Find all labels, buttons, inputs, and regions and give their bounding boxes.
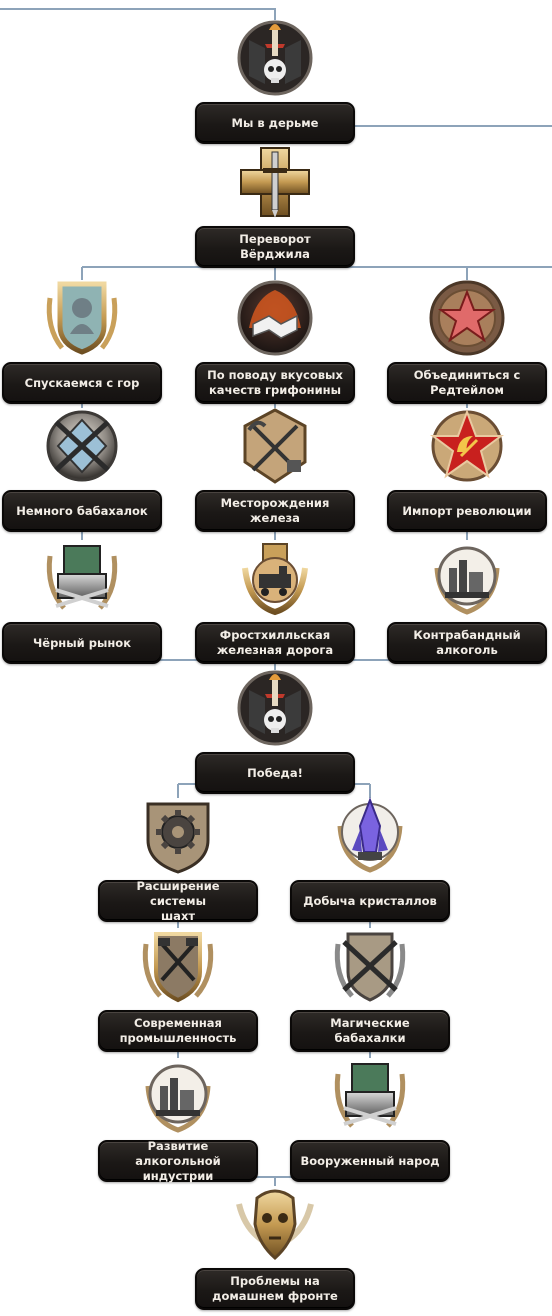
focus-import-revolution[interactable]: Импорт революции: [387, 406, 547, 538]
focus-label: По поводу вкусовых качеств грифонины: [195, 362, 355, 404]
focus-label: Переворот Вёрджила: [195, 226, 355, 268]
focus-label: Современная промышленность: [98, 1010, 258, 1052]
gold-skull-icon: [235, 1184, 315, 1264]
skull-torch-banner-icon: [235, 668, 315, 748]
focus-contraband-alcohol[interactable]: Контрабандный алкоголь: [387, 538, 547, 670]
focus-label: Месторождения железа: [195, 490, 355, 532]
crossed-rifles-shield-icon: [330, 926, 410, 1006]
focus-label: Добыча кристаллов: [290, 880, 450, 922]
focus-iron-deposits[interactable]: Месторождения железа: [195, 406, 355, 538]
crossed-rifles-icon: [42, 406, 122, 486]
focus-label: Объединиться с Редтейлом: [387, 362, 547, 404]
focus-label: Мы в дерьме: [195, 102, 355, 144]
focus-label: Импорт революции: [387, 490, 547, 532]
focus-label: Спускаемся с гор: [2, 362, 162, 404]
focus-crystal-mining[interactable]: Добыча кристаллов: [290, 796, 450, 928]
crystal-icon: [330, 796, 410, 876]
hammer-sickle-star-icon: [427, 406, 507, 486]
focus-victory[interactable]: Победа!: [195, 668, 355, 800]
gear-shield-icon: [138, 796, 218, 876]
factory-guns-icon: [330, 1056, 410, 1136]
focus-label: Развитие алкогольной индустрии: [98, 1139, 258, 1183]
focus-descend-mountains[interactable]: Спускаемся с гор: [2, 278, 162, 410]
skull-torch-banner-icon: [235, 18, 315, 98]
pickaxe-shovel-icon: [235, 406, 315, 486]
focus-we-are-in-trouble[interactable]: Мы в дерьме: [195, 18, 355, 150]
factory-guns-icon: [42, 538, 122, 618]
focus-label: Победа!: [195, 752, 355, 794]
focus-label: Немного бабахалок: [2, 490, 162, 532]
train-icon: [235, 538, 315, 618]
hammers-shield-icon: [138, 926, 218, 1006]
focus-label: Расширение системы шахт: [98, 879, 258, 923]
sword-cross-icon: [235, 142, 315, 222]
focus-label: Вооруженный народ: [290, 1140, 450, 1182]
focus-label: Проблемы на домашнем фронте: [195, 1268, 355, 1310]
focus-label: Чёрный рынок: [2, 622, 162, 664]
focus-home-front-troubles[interactable]: Проблемы на домашнем фронте: [195, 1184, 355, 1316]
distillery-icon: [427, 538, 507, 618]
focus-label: Фростхилльская железная дорога: [195, 622, 355, 664]
focus-modern-industry[interactable]: Современная промышленность: [98, 926, 258, 1058]
focus-griffon-taste[interactable]: По поводу вкусовых качеств грифонины: [195, 278, 355, 410]
focus-frosthill-railway[interactable]: Фростхилльская железная дорога: [195, 538, 355, 670]
focus-label: Контрабандный алкоголь: [387, 622, 547, 664]
focus-label: Магические бабахалки: [290, 1010, 450, 1052]
focus-mine-expansion[interactable]: Расширение системы шахт: [98, 796, 258, 928]
handshake-flame-icon: [235, 278, 315, 358]
pony-shield-icon: [42, 278, 122, 358]
distillery-icon: [138, 1056, 218, 1136]
focus-unite-redtail[interactable]: Объединиться с Редтейлом: [387, 278, 547, 410]
focus-armed-people[interactable]: Вооруженный народ: [290, 1056, 450, 1188]
focus-virgil-coup[interactable]: Переворот Вёрджила: [195, 142, 355, 274]
focus-alcohol-industry[interactable]: Развитие алкогольной индустрии: [98, 1056, 258, 1188]
focus-some-guns[interactable]: Немного бабахалок: [2, 406, 162, 538]
focus-black-market[interactable]: Чёрный рынок: [2, 538, 162, 670]
red-star-wreath-icon: [427, 278, 507, 358]
focus-magic-guns[interactable]: Магические бабахалки: [290, 926, 450, 1058]
